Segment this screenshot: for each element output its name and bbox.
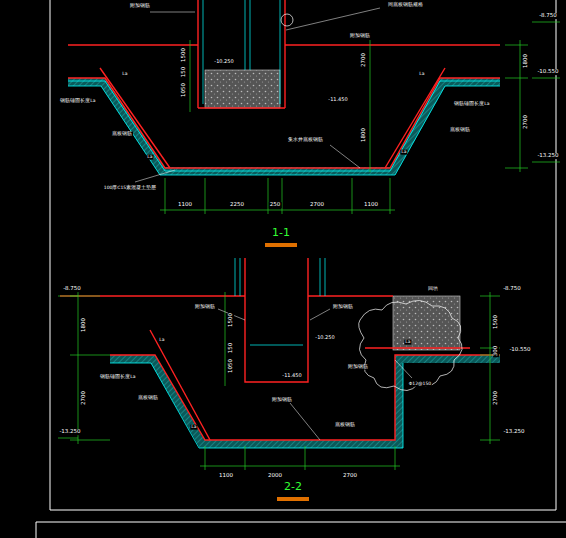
annotation-text: 附加钢筋 xyxy=(349,34,371,39)
dimension-text: 1500 xyxy=(228,312,234,328)
dimension-text: -10.550 xyxy=(508,347,531,353)
dimension-text: 2250 xyxy=(229,202,245,208)
dimension-text: -13.250 xyxy=(58,429,81,435)
dimension-text: 2000 xyxy=(267,473,283,479)
section-title: 1-1 xyxy=(271,227,291,239)
annotation-text: 钢筋锚固长度La xyxy=(59,99,96,104)
annotation-text: 附加钢筋 xyxy=(271,398,293,403)
annotation-text: 底板钢筋 xyxy=(449,128,471,133)
annotation-text: 钢筋锚固长度La xyxy=(99,375,136,380)
annotation-text: 底板钢筋 xyxy=(137,396,159,401)
dimension-text: 1800 xyxy=(361,127,367,143)
dimension-text: 2700 xyxy=(493,390,499,406)
dimension-text: 2700 xyxy=(342,473,358,479)
annotation-text: Φ12@150 xyxy=(408,382,432,387)
dimension-text: 1100 xyxy=(177,202,193,208)
annotation-text: 底板钢筋 xyxy=(111,132,133,137)
annotation-text: La xyxy=(190,425,197,430)
annotation-text: -10.250 xyxy=(314,335,335,340)
dimension-text: 2700 xyxy=(309,202,325,208)
dimension-text: 2700 xyxy=(361,52,367,68)
frame xyxy=(36,0,566,538)
dimension-text: 150 xyxy=(181,66,187,79)
dimension-text: 1100 xyxy=(218,473,234,479)
dimension-text: 1050 xyxy=(228,358,234,374)
dimension-text: 150 xyxy=(228,342,234,355)
dimension-text: -13.250 xyxy=(536,153,559,159)
dimension-text: -8.750 xyxy=(538,13,558,19)
dimension-text: -8.750 xyxy=(62,286,82,292)
annotation-text: La xyxy=(400,150,407,155)
annotation-text: 100厚C15素混凝土垫层 xyxy=(103,186,157,191)
dimension-text: 1050 xyxy=(181,82,187,98)
annotation-text: 附加钢筋 xyxy=(347,365,369,370)
annotation-text: La xyxy=(121,72,128,77)
dimension-text: 1500 xyxy=(181,47,187,63)
annotation-text: 同底板钢筋规格 xyxy=(387,3,424,8)
annotation-text: La xyxy=(146,155,153,160)
annotation-text: 附加钢筋 xyxy=(129,4,151,9)
dimension-text: -13.250 xyxy=(502,429,525,435)
annotation-text: La xyxy=(418,72,425,77)
dimension-text: 2700 xyxy=(523,114,529,130)
annotation-text: 钢筋锚固长度La xyxy=(453,102,490,107)
dimension-text: 300 xyxy=(493,345,499,358)
annotation-text: -11.450 xyxy=(281,373,302,378)
dimension-text: 1800 xyxy=(523,53,529,69)
dimension-text: 1800 xyxy=(81,317,87,333)
annotation-text: -10.250 xyxy=(213,59,234,64)
annotation-text: -11.450 xyxy=(327,97,348,102)
annotation-text: La xyxy=(404,340,411,345)
annotation-text: 附加钢筋 xyxy=(194,305,216,310)
annotation-text: La xyxy=(158,338,165,343)
section-1-1 xyxy=(68,0,560,247)
annotation-text: 附加钢筋 xyxy=(332,305,354,310)
dimension-text: -10.550 xyxy=(536,69,559,75)
annotation-text: 集水井底板钢筋 xyxy=(287,138,324,143)
dimension-text: 1100 xyxy=(363,202,379,208)
dimension-text: 2700 xyxy=(81,390,87,406)
section-title: 2-2 xyxy=(283,481,303,493)
dimension-text: 1500 xyxy=(493,314,499,330)
annotation-text: 回填 xyxy=(427,287,439,292)
dimension-text: -8.750 xyxy=(502,286,522,292)
section-2-2 xyxy=(58,258,500,501)
annotation-text: 底板钢筋 xyxy=(334,423,356,428)
dimension-text: 250 xyxy=(269,202,282,208)
